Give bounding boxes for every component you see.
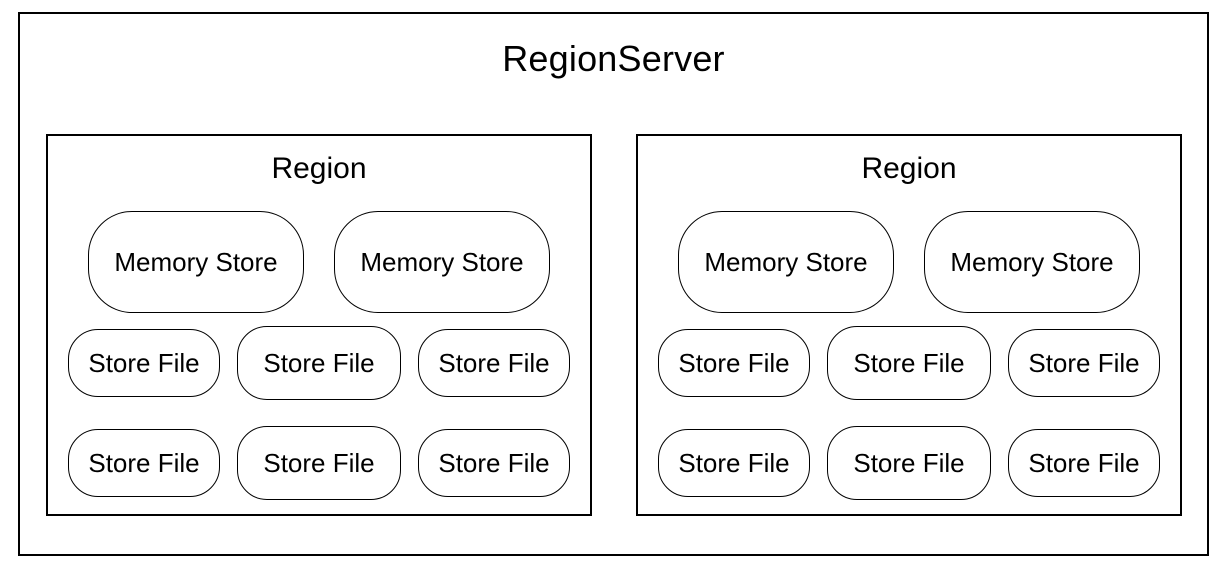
region-box-left: Region Memory Store Memory Store Store F… [46,134,592,516]
store-file-node: Store File [68,429,220,497]
memory-store-node: Memory Store [678,211,894,313]
store-file-row: Store File Store File Store File [638,426,1180,500]
store-file-node: Store File [658,329,810,397]
store-file-row: Store File Store File Store File [48,326,590,400]
store-file-node: Store File [1008,429,1160,497]
region-title: Region [861,152,957,185]
store-file-row: Store File Store File Store File [638,326,1180,400]
store-file-node: Store File [658,429,810,497]
regionserver-box: RegionServer Region Memory Store Memory … [18,12,1209,556]
memory-store-node: Memory Store [924,211,1140,313]
store-file-node: Store File [418,329,570,397]
store-file-node: Store File [237,426,401,500]
store-file-row: Store File Store File Store File [48,426,590,500]
memory-store-row: Memory Store Memory Store [638,211,1180,313]
memory-store-node: Memory Store [334,211,550,313]
store-file-node: Store File [827,326,991,400]
store-file-node: Store File [827,426,991,500]
memory-store-node: Memory Store [88,211,304,313]
regions-row: Region Memory Store Memory Store Store F… [46,134,1182,516]
region-title: Region [271,152,367,185]
store-file-node: Store File [237,326,401,400]
memory-store-row: Memory Store Memory Store [48,211,590,313]
store-file-node: Store File [418,429,570,497]
region-box-right: Region Memory Store Memory Store Store F… [636,134,1182,516]
store-file-node: Store File [68,329,220,397]
store-file-node: Store File [1008,329,1160,397]
regionserver-title: RegionServer [502,38,725,79]
